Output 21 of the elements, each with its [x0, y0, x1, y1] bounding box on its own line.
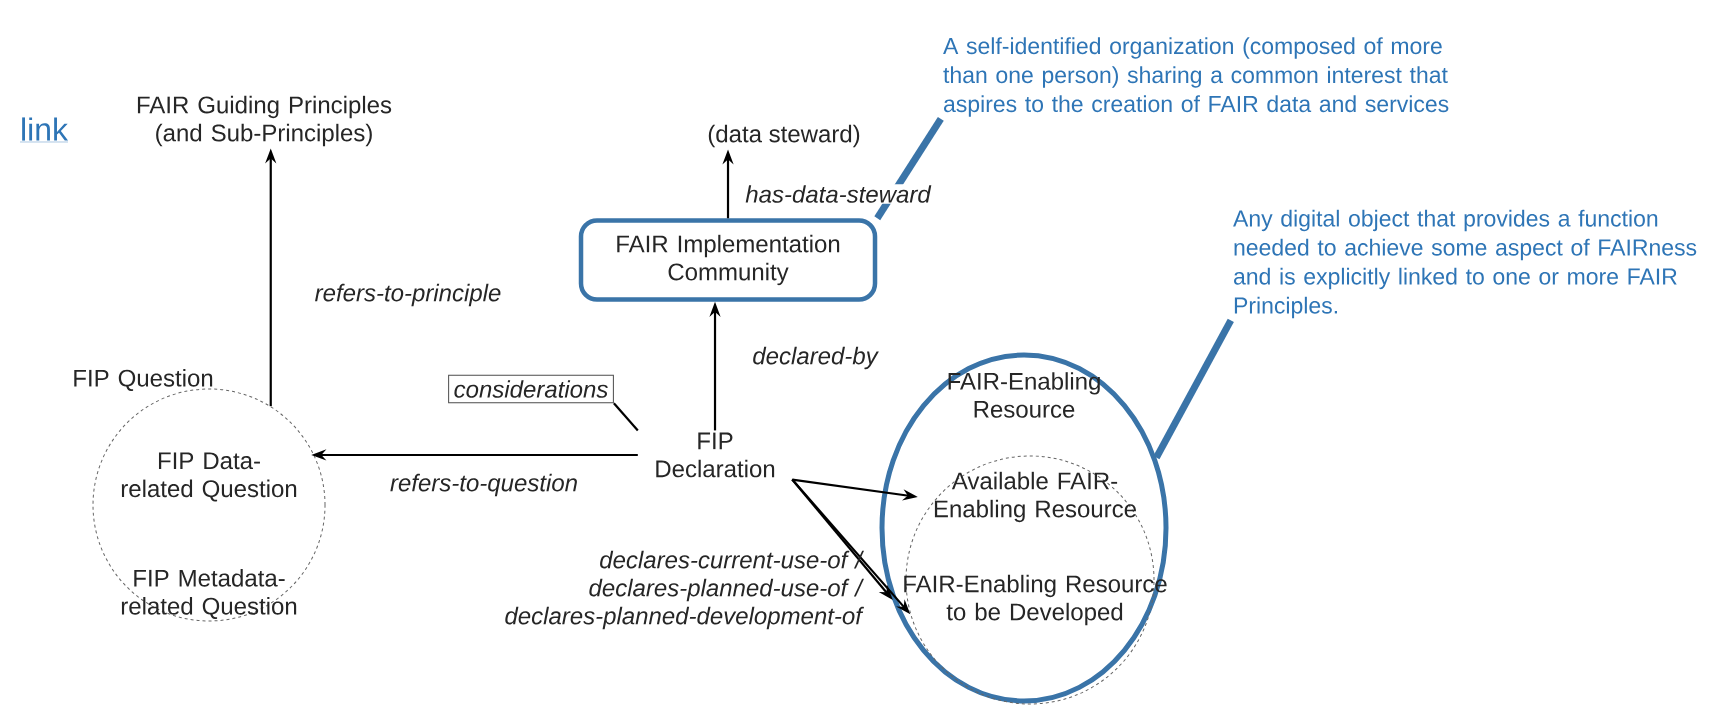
node-text: FIP Metadata-related Question	[121, 569, 297, 619]
edge-label: declared-by	[753, 346, 879, 370]
edge-label: refers-to-question	[390, 473, 577, 497]
heading-text: FAIR-Enabling Resource	[948, 372, 1100, 418]
annotation-text: A self-identified organization (composed of more than one person) sharing a common interest that aspires to the creation of FAIR data and services	[943, 37, 1449, 117]
link-text: link	[19, 117, 69, 143]
leader-line	[613, 402, 639, 432]
node-text: FAIR Guiding Principles (and Sub-Principles)	[137, 95, 392, 147]
text-box: considerations	[448, 374, 614, 404]
node-text: FIP Declaration	[656, 432, 775, 478]
node-text: FIP Data-related Question	[121, 452, 297, 502]
heading-text: FIP Question	[74, 369, 213, 391]
node-text: Available FAIR-Enabling Resource	[934, 471, 1136, 523]
annotation-text: Any digital object that provides a function needed to achieve some aspect of FAIRness and is explicitly linked to one or more FAIR Principles.	[1233, 209, 1697, 319]
edge-label: has-data-steward	[744, 184, 932, 204]
edge-label: refers-to-principle	[315, 283, 501, 307]
leader-line	[1153, 318, 1234, 460]
leader-line	[874, 117, 944, 221]
node-text: (data steward)	[708, 124, 860, 148]
rounded-box: FAIR Implementation Community	[578, 218, 878, 302]
edge-label: declares-current-use-of / declares-planned-use-of / declares-planned-development-of	[505, 550, 865, 630]
